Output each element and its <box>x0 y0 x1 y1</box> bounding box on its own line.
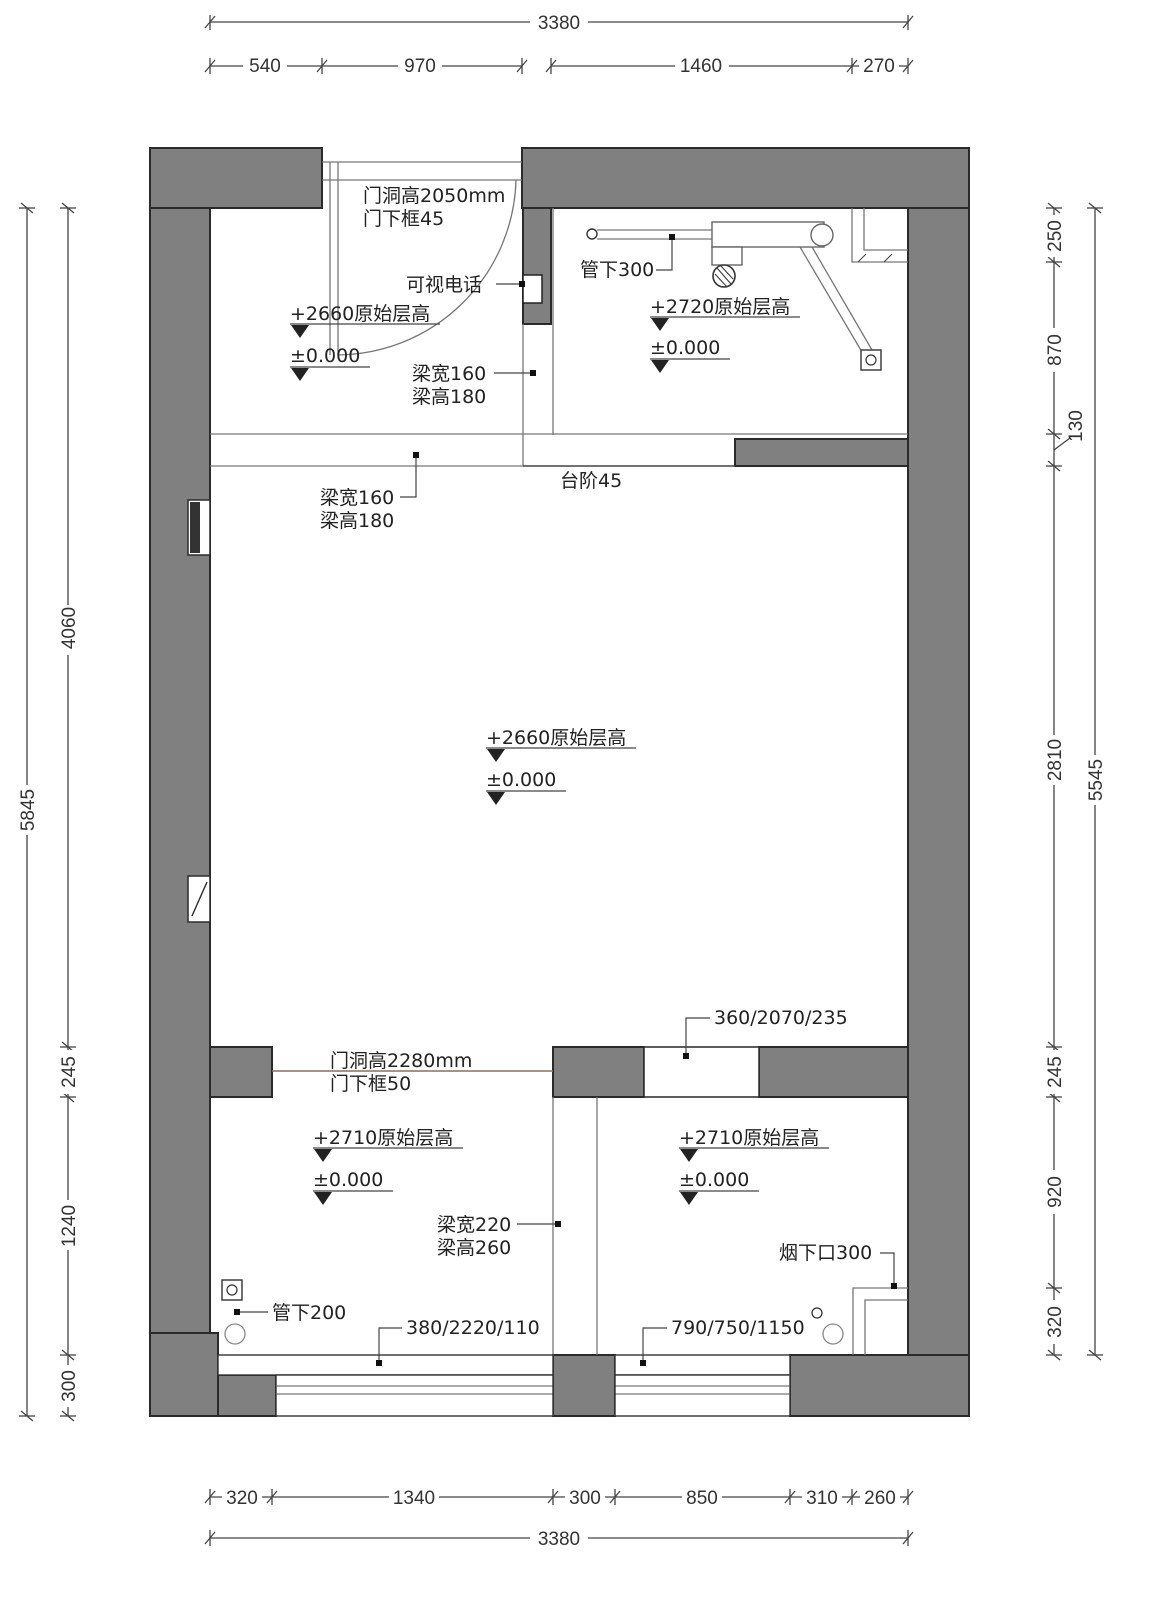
elev-bl-ceiling: +2710原始层高 <box>313 1127 453 1149</box>
elev-entry-floor: ±0.000 <box>290 345 360 367</box>
wall-left <box>149 147 211 1417</box>
elev-main-floor: ±0.000 <box>486 769 556 791</box>
dim-left-seg-4: 300 <box>59 1370 80 1402</box>
label-video-phone: 可视电话 <box>406 274 482 296</box>
label-door1-sill: 门下框45 <box>363 208 444 230</box>
step-block <box>734 438 909 467</box>
dimension-bottom: 320 1340 300 850 310 260 3380 <box>204 1486 914 1550</box>
dim-top-seg-1: 540 <box>249 56 281 77</box>
dim-right-seg-5: 245 <box>1045 1056 1066 1088</box>
dimension-top: 3380 540 970 1460 270 <box>204 10 914 77</box>
dim-bottom-seg-4: 850 <box>686 1488 718 1509</box>
door-swing-arc <box>337 179 517 356</box>
dim-bottom-seg-2: 1340 <box>393 1488 435 1509</box>
elev-main-ceiling: +2660原始层高 <box>486 727 626 749</box>
elevation-kitchen: +2720原始层高 ±0.000 <box>650 296 800 373</box>
dim-right-seg-6: 920 <box>1045 1176 1066 1208</box>
dim-right-seg-2: 870 <box>1045 334 1066 366</box>
dim-bottom-seg-6: 260 <box>864 1488 896 1509</box>
wall-box-upper-fill <box>190 502 200 553</box>
dimension-left: 5845 4060 245 1240 300 <box>15 202 80 1422</box>
dim-top-total: 3380 <box>538 13 580 34</box>
wall-top-left <box>149 147 323 209</box>
dim-right-seg-4: 2810 <box>1045 739 1066 781</box>
elev-kitchen-floor: ±0.000 <box>650 337 720 359</box>
elev-br-ceiling: +2710原始层高 <box>679 1127 819 1149</box>
label-pipe-top: 管下300 <box>580 259 654 281</box>
wall-bottom-mid <box>552 1354 616 1417</box>
video-phone-box <box>522 274 543 304</box>
elevation-bottom-left: +2710原始层高 ±0.000 <box>313 1127 463 1205</box>
elev-bl-floor: ±0.000 <box>313 1169 383 1191</box>
label-beam3-width: 梁宽220 <box>437 1214 511 1236</box>
dim-right-total: 5545 <box>1086 759 1107 801</box>
label-beam2-width: 梁宽160 <box>320 487 394 509</box>
elev-br-floor: ±0.000 <box>679 1169 749 1191</box>
wall-bottom-right <box>789 1354 970 1417</box>
dim-right-seg-1: 250 <box>1045 220 1066 252</box>
wall-mid-center <box>552 1046 645 1098</box>
label-beam1-width: 梁宽160 <box>412 363 486 385</box>
label-flue: 烟下口300 <box>779 1242 872 1264</box>
label-pipe-bottom: 管下200 <box>272 1302 346 1324</box>
dim-left-seg-1: 4060 <box>59 607 80 649</box>
walls <box>149 147 970 1417</box>
elevation-main: +2660原始层高 ±0.000 <box>486 727 636 805</box>
wall-top-right <box>521 147 970 209</box>
elev-kitchen-ceiling: +2720原始层高 <box>650 296 790 318</box>
dim-left-seg-3: 1240 <box>59 1205 80 1247</box>
dim-bottom-seg-3: 300 <box>569 1488 601 1509</box>
dim-bottom-seg-5: 310 <box>806 1488 838 1509</box>
elev-entry-ceiling: +2660原始层高 <box>290 303 430 325</box>
wall-bottom-corner <box>149 1332 219 1417</box>
annotations: 门洞高2050mm 门下框45 可视电话 管下300 梁宽160 梁高180 台… <box>234 185 897 1366</box>
label-beam3-height: 梁高260 <box>437 1237 511 1259</box>
label-door2-height: 门洞高2280mm <box>330 1050 472 1072</box>
label-window-right: 790/750/1150 <box>671 1317 805 1339</box>
dim-top-seg-3: 1460 <box>680 56 722 77</box>
label-window-top: 360/2070/235 <box>714 1007 848 1029</box>
dim-top-seg-4: 270 <box>863 56 895 77</box>
interior-lines <box>210 161 908 1417</box>
dim-left-total: 5845 <box>18 789 39 831</box>
dim-bottom-total: 3380 <box>538 1529 580 1550</box>
dim-right-seg-3: 130 <box>1066 410 1087 442</box>
label-window-left: 380/2220/110 <box>406 1317 540 1339</box>
wall-mid-left <box>209 1046 273 1098</box>
dim-top-seg-2: 970 <box>404 56 436 77</box>
label-door2-sill: 门下框50 <box>330 1073 411 1095</box>
elevation-entry: +2660原始层高 ±0.000 <box>290 303 440 381</box>
dim-left-seg-2: 245 <box>59 1056 80 1088</box>
dim-bottom-seg-1: 320 <box>226 1488 258 1509</box>
kitchen-partition <box>522 207 552 325</box>
wall-right <box>907 147 970 1417</box>
label-beam2-height: 梁高180 <box>320 510 394 532</box>
elevation-bottom-right: +2710原始层高 ±0.000 <box>679 1127 829 1205</box>
label-step: 台阶45 <box>560 470 622 492</box>
label-beam1-height: 梁高180 <box>412 386 486 408</box>
window-top <box>643 1046 760 1098</box>
label-door1-height: 门洞高2050mm <box>363 185 505 207</box>
dim-right-seg-7: 320 <box>1045 1306 1066 1338</box>
wall-mid-right <box>758 1046 909 1098</box>
dimension-right: 250 870 130 2810 245 920 320 5545 <box>1042 202 1107 1361</box>
wall-bottom-left <box>217 1374 277 1417</box>
